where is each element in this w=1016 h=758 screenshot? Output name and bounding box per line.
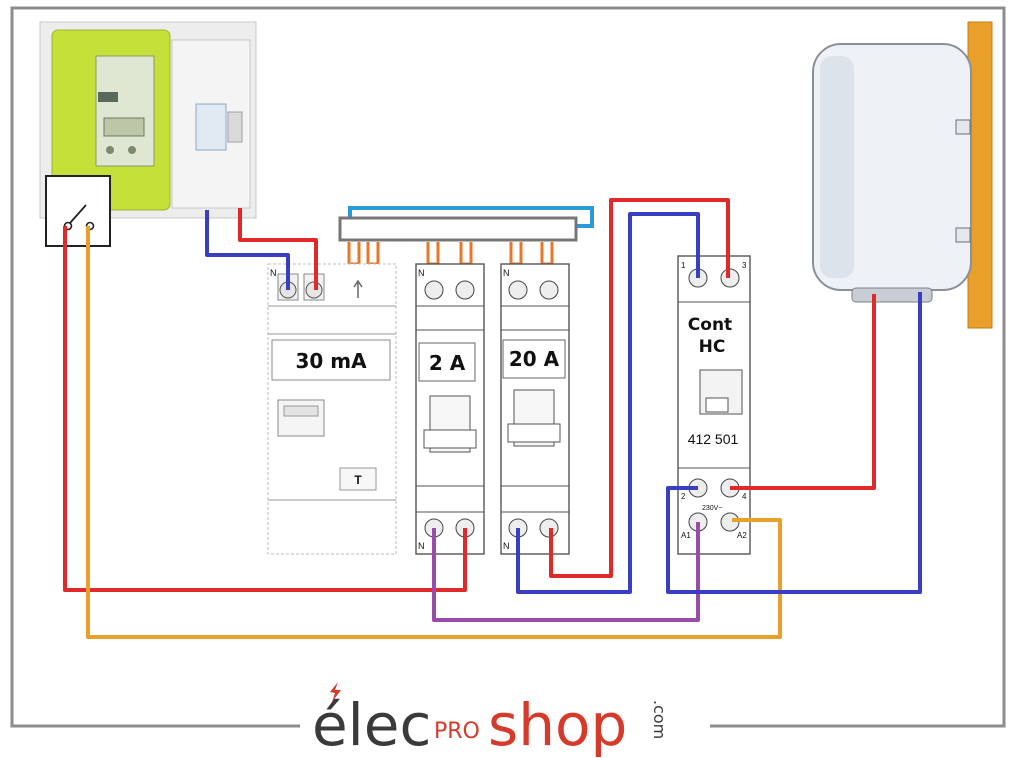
differential-label: 30 mA	[295, 349, 367, 373]
breaker-2a-label: 2 A	[429, 351, 466, 375]
wire-phase-meter	[238, 208, 318, 290]
breaker-2a: 2 A N N	[415, 263, 485, 555]
brand-logo: élec PRO shop .com	[312, 682, 669, 758]
neutral-mark: N	[418, 541, 425, 551]
terminal-a2-mark: A2	[737, 531, 747, 540]
neutral-mark: N	[503, 541, 510, 551]
brand-part2: PRO	[434, 719, 480, 744]
switch-icon	[45, 175, 111, 247]
neutral-mark: N	[270, 268, 277, 278]
wire-neutral-20a	[516, 212, 700, 594]
terminal-3-mark: 3	[742, 261, 747, 270]
wire-switched-return	[86, 226, 782, 639]
voltage-mark: 230V~	[702, 505, 722, 512]
wire-neutral-meter	[205, 210, 290, 290]
wire-phase-heater	[730, 294, 876, 490]
brand-part1: élec	[312, 691, 431, 758]
neutral-mark: N	[418, 268, 425, 278]
terminal-4-mark: 4	[742, 492, 747, 501]
wire-control-neutral	[432, 522, 700, 622]
contactor-reference: 412 501	[688, 431, 739, 447]
test-button-mark: T	[354, 473, 362, 487]
wire-neutral-heater	[666, 292, 922, 594]
contactor-hc: 1 3 Cont HC 412 501 2 4 230V~ A1 A2	[677, 255, 751, 555]
contactor-label-line2: HC	[699, 337, 726, 357]
brand-part4: .com	[650, 700, 669, 739]
differential-switch: 30 mA T N	[267, 263, 397, 555]
neutral-mark: N	[503, 268, 510, 278]
brand-part3: shop	[488, 691, 627, 758]
lightning-icon	[330, 682, 341, 702]
contactor-label-line1: Cont	[688, 315, 732, 335]
breaker-20a-label: 20 A	[509, 347, 560, 371]
water-heater-icon	[812, 21, 993, 329]
terminal-a1-mark: A1	[681, 531, 691, 540]
terminal-1-mark: 1	[681, 261, 686, 270]
bus-bar	[338, 206, 594, 266]
wire-phase-20a	[549, 198, 730, 578]
breaker-20a: 20 A N N	[500, 263, 570, 555]
terminal-2-mark: 2	[681, 492, 686, 501]
wire-phase-switch	[63, 226, 467, 592]
